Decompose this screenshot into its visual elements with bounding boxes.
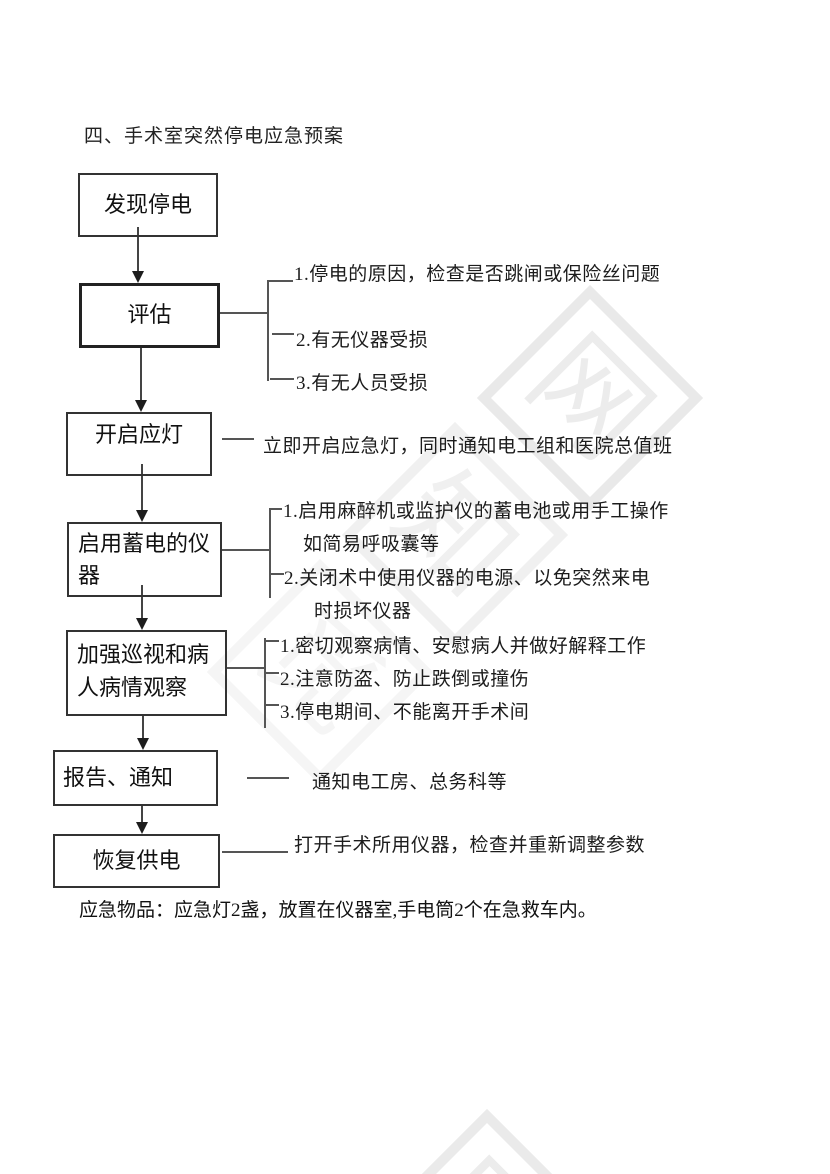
bracket-line bbox=[267, 280, 269, 381]
note-text: 通知电工房、总务科等 bbox=[312, 772, 508, 793]
flow-box-restore-power: 恢复供电 bbox=[53, 834, 220, 888]
note-text: 2.注意防盗、防止跌倒或撞伤 bbox=[280, 669, 530, 690]
flow-box-battery-devices: 启用蓄电的仪器 bbox=[67, 522, 222, 597]
bracket-tick bbox=[270, 378, 294, 380]
flow-arrow-line bbox=[141, 585, 143, 618]
flow-arrow-line bbox=[137, 227, 139, 271]
box-label: 启用蓄电的仪器 bbox=[78, 531, 211, 588]
bracket-tick bbox=[264, 640, 279, 642]
connector-line bbox=[222, 851, 288, 853]
arrow-down-icon bbox=[136, 822, 148, 834]
note-text: 1.停电的原因，检查是否跳闸或保险丝问题 bbox=[294, 264, 661, 285]
note-text: 2.有无仪器受损 bbox=[296, 330, 429, 351]
note-text: 1.密切观察病情、安慰病人并做好解释工作 bbox=[280, 636, 647, 657]
page-title: 四、手术室突然停电应急预案 bbox=[84, 126, 345, 147]
bracket-line bbox=[264, 638, 266, 728]
bracket-tick bbox=[269, 573, 284, 575]
bracket-tick bbox=[269, 508, 282, 510]
connector-line bbox=[220, 312, 268, 314]
note-text: 1.启用麻醉机或监护仪的蓄电池或用手工操作 bbox=[283, 501, 669, 522]
box-label: 评估 bbox=[127, 302, 172, 328]
flow-box-patrol-observe: 加强巡视和病人病情观察 bbox=[66, 630, 227, 716]
arrow-down-icon bbox=[132, 271, 144, 283]
flow-box-emergency-light: 开启应灯 bbox=[66, 412, 212, 476]
note-text: 时损坏仪器 bbox=[314, 601, 412, 622]
note-text: 2.关闭术中使用仪器的电源、以免突然来电 bbox=[284, 568, 651, 589]
box-label: 报告、通知 bbox=[63, 764, 174, 790]
arrow-down-icon bbox=[137, 738, 149, 750]
bracket-tick bbox=[267, 280, 293, 282]
connector-line bbox=[222, 549, 270, 551]
bracket-tick bbox=[272, 333, 294, 335]
arrow-down-icon bbox=[136, 618, 148, 630]
box-label: 恢复供电 bbox=[92, 847, 181, 873]
flow-box-assess: 评估 bbox=[79, 283, 220, 348]
bracket-tick bbox=[264, 704, 279, 706]
watermark-diamond-bottom: 网 bbox=[373, 1108, 601, 1174]
connector-line bbox=[227, 667, 265, 669]
arrow-down-icon bbox=[136, 510, 148, 522]
flow-arrow-line bbox=[141, 806, 143, 822]
box-label: 发现停电 bbox=[103, 191, 192, 217]
note-text: 3.有无人员受损 bbox=[296, 373, 429, 394]
bracket-tick bbox=[264, 672, 279, 674]
note-text: 如简易呼吸囊等 bbox=[303, 534, 440, 555]
note-text: 打开手术所用仪器，检查并重新调整参数 bbox=[294, 835, 646, 856]
box-label: 开启应灯 bbox=[94, 422, 183, 447]
flow-arrow-line bbox=[142, 716, 144, 738]
note-text: 立即开启应急灯，同时通知电工组和医院总值班 bbox=[263, 436, 673, 457]
flow-box-discover-outage: 发现停电 bbox=[78, 173, 218, 237]
arrow-down-icon bbox=[135, 400, 147, 412]
connector-line bbox=[247, 777, 289, 779]
note-text: 3.停电期间、不能离开手术间 bbox=[280, 702, 530, 723]
emergency-supplies-note: 应急物品：应急灯2盏，放置在仪器室,手电筒2个在急救车内。 bbox=[79, 900, 597, 921]
bracket-line bbox=[269, 508, 271, 598]
flow-box-report-notify: 报告、通知 bbox=[53, 750, 218, 806]
box-label: 加强巡视和病人病情观察 bbox=[77, 642, 210, 700]
flow-arrow-line bbox=[140, 348, 142, 400]
connector-line bbox=[222, 438, 254, 440]
flow-arrow-line bbox=[141, 464, 143, 510]
